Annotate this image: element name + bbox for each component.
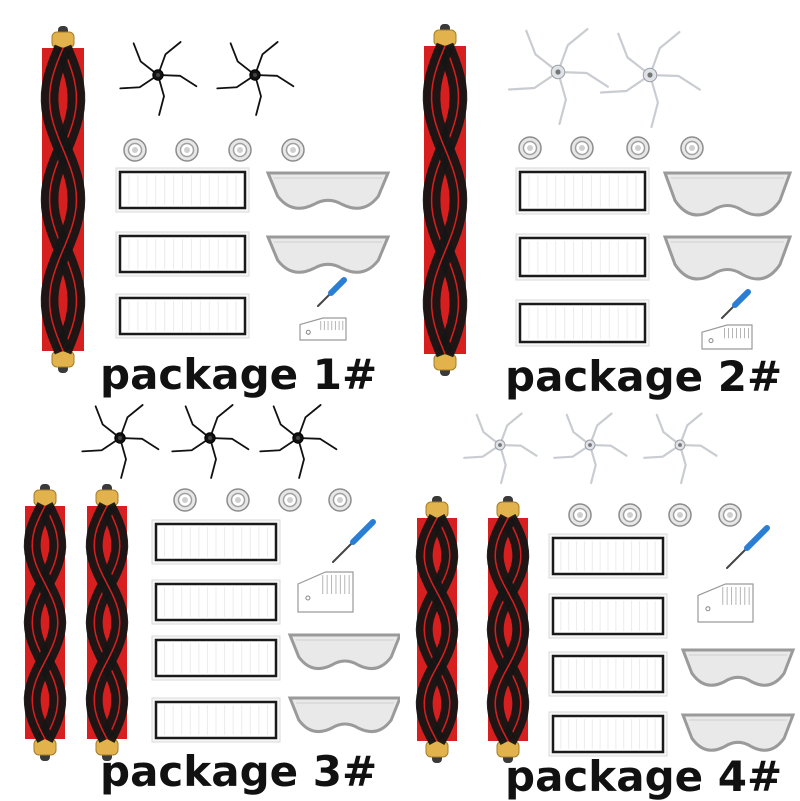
package-2-illustration	[422, 24, 793, 376]
package-panel-1: package 1#	[0, 0, 400, 400]
hepa-filter	[548, 651, 668, 697]
package-1-illustration	[40, 26, 391, 373]
filter-group	[548, 533, 668, 757]
side-brush	[81, 404, 160, 479]
side-brush-group	[119, 41, 295, 116]
hepa-filter	[548, 533, 668, 579]
main-brush-group	[415, 496, 530, 763]
cleaning-tool	[697, 583, 754, 623]
main-roller-brush	[422, 24, 468, 376]
bearing-cap	[278, 488, 302, 512]
tool-group	[697, 525, 770, 623]
main-roller-brush	[415, 496, 459, 763]
filter-group	[115, 167, 250, 339]
main-roller-brush	[23, 484, 67, 761]
side-brush	[507, 28, 609, 126]
cleaning-tool	[299, 317, 347, 341]
package-3-illustration	[23, 404, 400, 761]
package-label: package 4#	[505, 752, 783, 801]
side-brush	[643, 412, 718, 485]
hepa-filter	[515, 233, 650, 281]
package-panel-4: package 4#	[400, 400, 800, 801]
mop-group	[265, 171, 391, 274]
bearing-cap	[668, 503, 692, 527]
bearing-cap	[570, 136, 594, 160]
side-brush-group	[81, 404, 338, 479]
main-brush-group	[422, 24, 468, 376]
screwdriver	[332, 519, 376, 563]
package-label: package 3#	[100, 747, 378, 796]
hepa-filter	[151, 579, 281, 625]
bearing-group	[518, 136, 704, 160]
mop-cloth	[680, 648, 796, 687]
filter-group	[151, 519, 281, 743]
side-brush-group	[463, 412, 718, 485]
side-brush-group	[507, 28, 701, 129]
main-brush-group	[40, 26, 86, 373]
bearing-cap	[518, 136, 542, 160]
side-brush	[119, 41, 198, 116]
bearing-group	[123, 138, 305, 162]
cleaning-tool	[701, 324, 753, 350]
bearing-cap	[173, 488, 197, 512]
hepa-filter	[548, 711, 668, 757]
hepa-filter	[151, 697, 281, 743]
mop-cloth	[287, 633, 400, 671]
bearing-group	[173, 488, 352, 512]
side-brush	[463, 412, 538, 485]
hepa-filter	[115, 231, 250, 277]
cleaning-tool	[297, 571, 354, 613]
mop-cloth	[662, 171, 793, 217]
package-panel-2: package 2#	[400, 0, 800, 401]
tool-group	[701, 289, 753, 350]
filter-group	[515, 167, 650, 347]
bearing-cap	[718, 503, 742, 527]
bearing-group	[568, 503, 742, 527]
mop-group	[680, 648, 796, 752]
bearing-cap	[175, 138, 199, 162]
hepa-filter	[515, 299, 650, 347]
bearing-cap	[618, 503, 642, 527]
hepa-filter	[151, 635, 281, 681]
screwdriver	[726, 525, 770, 569]
package-panel-3: package 3#	[0, 400, 400, 800]
screwdriver	[317, 277, 347, 307]
bearing-cap	[626, 136, 650, 160]
main-roller-brush	[85, 484, 129, 761]
bearing-cap	[228, 138, 252, 162]
bearing-cap	[123, 138, 147, 162]
hepa-filter	[548, 593, 668, 639]
main-brush-group	[23, 484, 129, 761]
side-brush	[216, 41, 295, 116]
bearing-cap	[226, 488, 250, 512]
hepa-filter	[115, 167, 250, 213]
bearing-cap	[680, 136, 704, 160]
package-4-illustration	[415, 412, 796, 763]
main-roller-brush	[40, 26, 86, 373]
mop-cloth	[662, 235, 793, 281]
mop-cloth	[265, 171, 391, 210]
screwdriver	[721, 289, 751, 319]
package-label: package 1#	[100, 350, 378, 399]
bearing-cap	[568, 503, 592, 527]
hepa-filter	[151, 519, 281, 565]
hepa-filter	[515, 167, 650, 215]
main-roller-brush	[486, 496, 530, 763]
tool-group	[297, 519, 376, 613]
side-brush	[553, 412, 628, 485]
side-brush	[259, 404, 338, 479]
bearing-cap	[281, 138, 305, 162]
side-brush	[171, 404, 250, 479]
mop-cloth	[287, 696, 400, 734]
package-label: package 2#	[505, 352, 783, 401]
bearing-cap	[328, 488, 352, 512]
side-brush	[599, 31, 701, 129]
mop-group	[662, 171, 793, 281]
mop-cloth	[265, 235, 391, 274]
mop-group	[287, 633, 400, 734]
tool-group	[299, 277, 347, 341]
hepa-filter	[115, 293, 250, 339]
mop-cloth	[680, 713, 796, 752]
